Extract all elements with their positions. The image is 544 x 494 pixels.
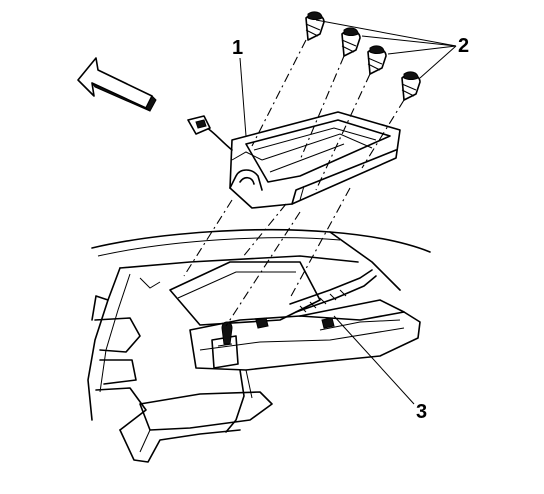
bolt-3	[367, 45, 387, 75]
leader-lines	[239, 19, 457, 405]
callout-3-label: 3	[416, 401, 427, 423]
front-direction-arrow	[77, 57, 157, 112]
bolt-4	[401, 71, 421, 101]
bolt-1	[305, 11, 325, 41]
callout-1-label: 1	[232, 37, 243, 59]
bolt-2	[341, 27, 361, 57]
instrument-panel	[87, 228, 431, 463]
airbag-module	[187, 111, 401, 209]
callout-2-label: 2	[458, 35, 469, 57]
installation-guide-lines	[183, 39, 405, 327]
